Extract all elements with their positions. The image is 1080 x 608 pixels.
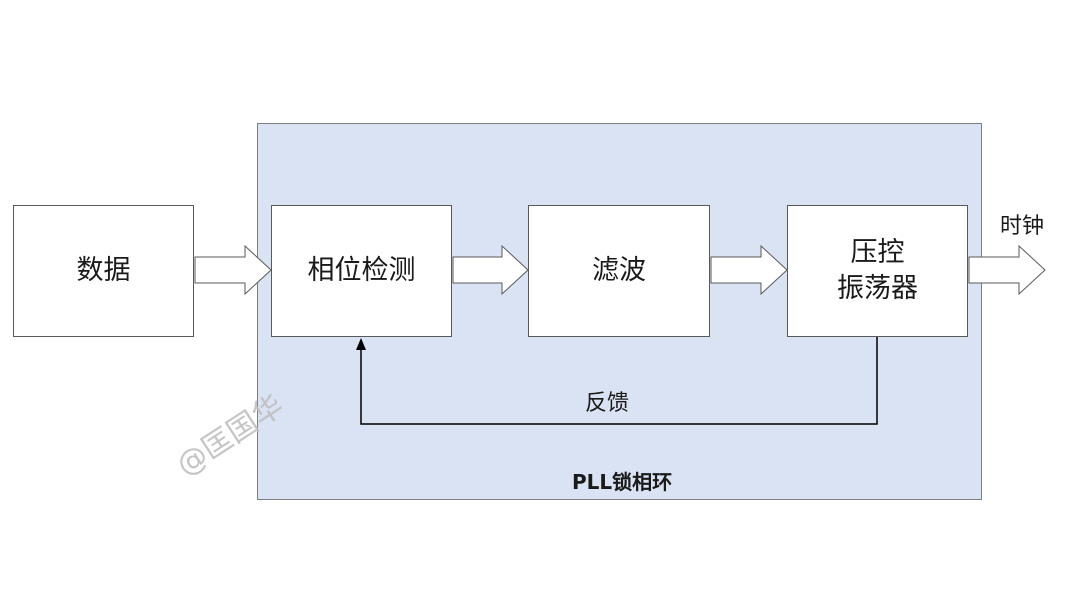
data-block-label: 数据 — [76, 255, 131, 286]
feedback-line — [360, 337, 878, 425]
feedback-label: 反馈 — [585, 391, 630, 416]
phase-detector-block: 相位检测 — [271, 205, 452, 337]
vco-label-line2: 振荡器 — [837, 273, 918, 304]
arrow-clock-output — [968, 244, 1046, 296]
feedback-arrowhead — [356, 338, 366, 350]
phase-detector-label: 相位检测 — [307, 255, 416, 286]
clock-label: 时钟 — [1000, 214, 1045, 239]
filter-label: 滤波 — [592, 255, 646, 286]
vco-block: 压控 振荡器 — [787, 205, 968, 337]
arrow-data-to-phase — [194, 244, 272, 296]
data-block: 数据 — [13, 205, 194, 337]
filter-block: 滤波 — [528, 205, 710, 337]
arrow-phase-to-filter — [452, 244, 529, 296]
pll-label: PLL锁相环 — [572, 470, 673, 494]
vco-label-line1: 压控 — [850, 237, 905, 268]
arrow-filter-to-vco — [710, 244, 788, 296]
